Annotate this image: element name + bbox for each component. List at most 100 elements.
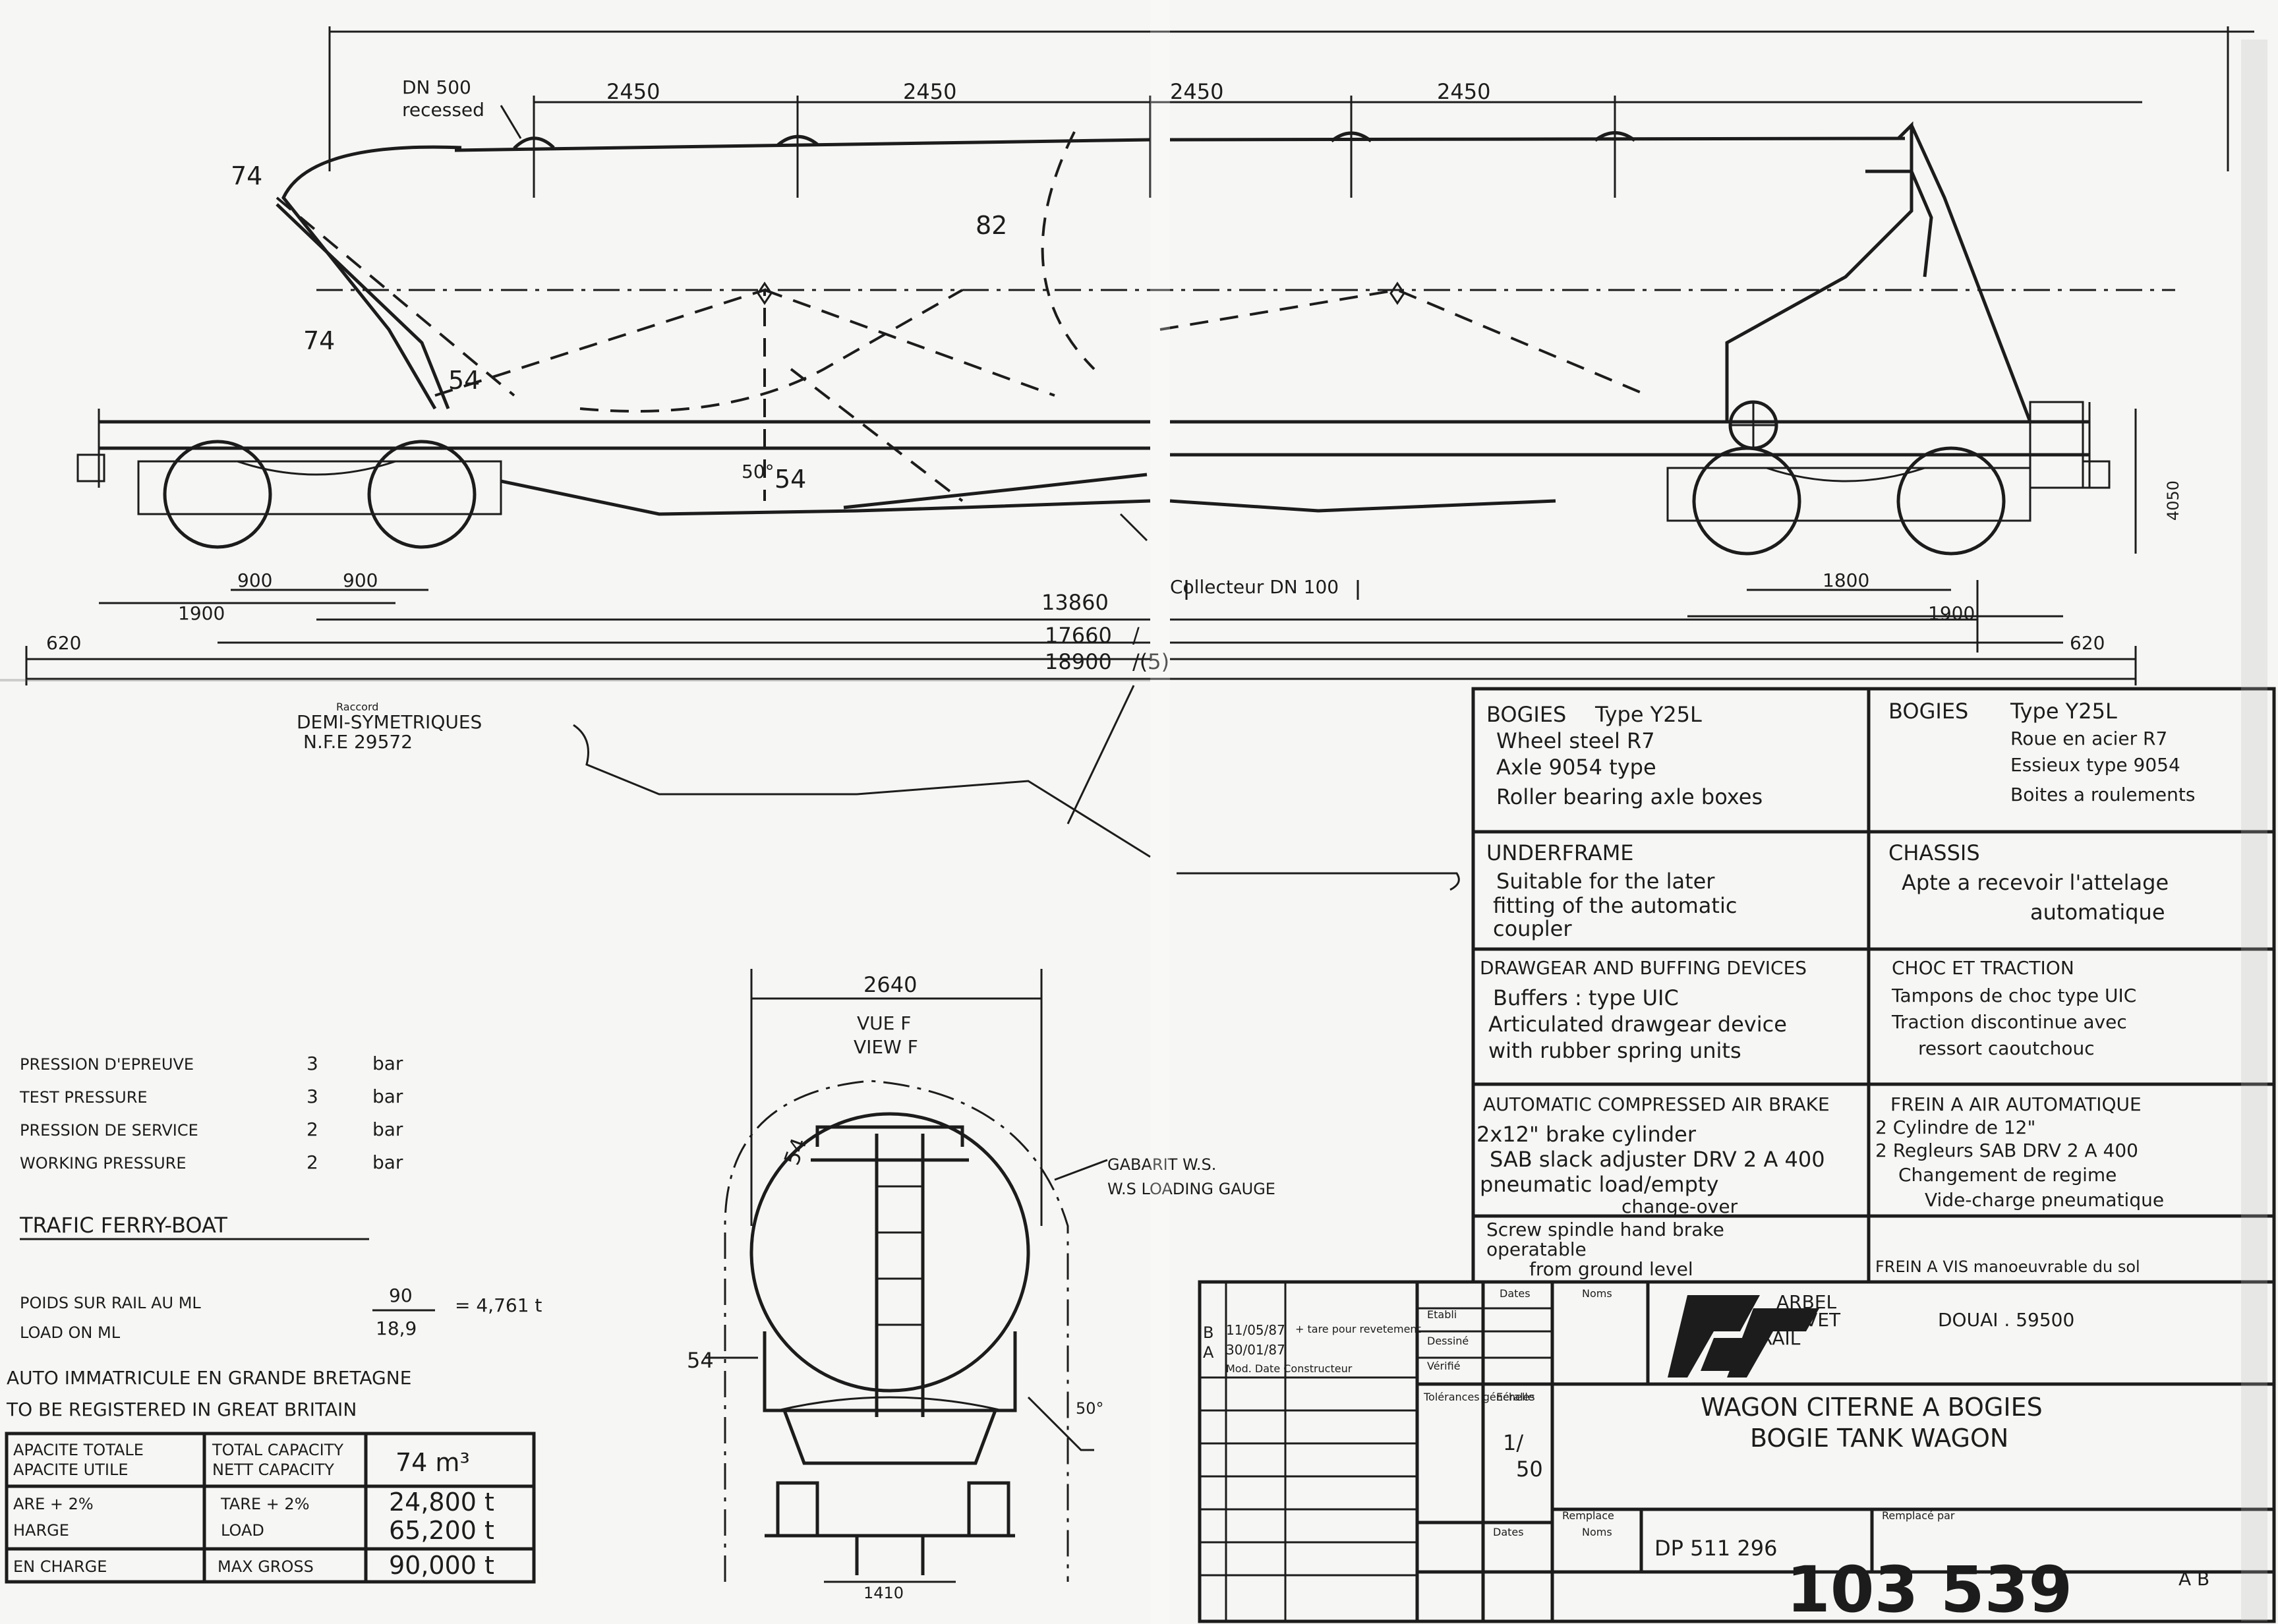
- rev-b-letter: B: [1203, 1323, 1213, 1342]
- spec-r4-en-1: 2x12" brake cylinder: [1476, 1122, 1697, 1147]
- dim-1900-left: 1900: [178, 602, 225, 624]
- col-noms: Noms: [1582, 1287, 1612, 1300]
- raccord-label-line3: N.F.E 29572: [303, 731, 413, 753]
- drawing-number: 103 539: [1786, 1553, 2072, 1624]
- cap-row2-en-2: LOAD: [221, 1521, 264, 1540]
- dim-18900-frag: /(5): [1132, 649, 1169, 674]
- scale-top: 1/: [1503, 1430, 1523, 1455]
- cap-row3-en: MAX GROSS: [218, 1557, 314, 1576]
- load-label-fr: POIDS SUR RAIL AU ML: [20, 1294, 201, 1312]
- spec-r4-fr-title: FREIN A AIR AUTOMATIQUE: [1890, 1093, 2142, 1115]
- pressure-value-2: 3: [307, 1086, 318, 1107]
- load-result: = 4,761 t: [455, 1294, 542, 1316]
- cap-row1-fr-2: APACITE UTILE: [13, 1461, 128, 1479]
- load-label-en: LOAD ON ML: [20, 1323, 121, 1342]
- collector-label: Collecteur DN 100: [1170, 576, 1339, 598]
- dp-number: DP 511 296: [1654, 1536, 1777, 1561]
- pressure-block: PRESSION D'EPREUVE 3 bar TEST PRESSURE 3…: [6, 1053, 542, 1420]
- hatch-label-line2: recessed: [402, 99, 484, 121]
- cap-row1-fr-1: APACITE TOTALE: [13, 1441, 144, 1459]
- spec-r4-en-4: change-over: [1621, 1196, 1738, 1217]
- tank-cross-section: [749, 1112, 1030, 1393]
- side-view: [25, 26, 2254, 891]
- spec-r3-fr-3: ressort caoutchouc: [1918, 1037, 2095, 1059]
- dim-2640: 2640: [863, 972, 917, 997]
- role-etabli: Etabli: [1427, 1308, 1457, 1321]
- pressure-unit-2: bar: [372, 1086, 403, 1107]
- spec-r3-en-2: Articulated drawgear device: [1488, 1012, 1787, 1037]
- dim-620-right: 620: [2070, 632, 2105, 654]
- dim-54-a: 54: [448, 366, 480, 395]
- spec-r1-fr-title: BOGIES: [1888, 699, 1968, 724]
- spec-r5-en-1: Screw spindle hand brake: [1486, 1219, 1724, 1240]
- pressure-unit-1: bar: [372, 1053, 403, 1074]
- cap-row2-value-2: 65,200 t: [389, 1516, 494, 1545]
- dim-1900-right: 1900: [1928, 602, 1975, 624]
- hatch-label-line1: DN 500: [402, 76, 471, 98]
- spec-r4-fr-4: Vide-charge pneumatique: [1925, 1189, 2164, 1211]
- spec-r1-fr-4: Boites a roulements: [2010, 784, 2195, 805]
- spec-r2-fr-1: Apte a recevoir l'attelage: [1902, 870, 2169, 895]
- company-line3: RAIL: [1760, 1327, 1801, 1349]
- scale-bottom: 50: [1516, 1457, 1543, 1482]
- angle-50: 50°: [742, 461, 774, 482]
- remplace-label: Remplace: [1562, 1509, 1614, 1522]
- tank-top-right: [1169, 136, 1906, 142]
- spec-r1-fr-1: Type Y25L: [2010, 699, 2117, 724]
- dim-18900: 18900: [1045, 649, 1112, 674]
- spec-r2-en-title: UNDERFRAME: [1486, 840, 1634, 865]
- hatch-spacing-4: 2450: [1437, 79, 1490, 104]
- company-logo: [1668, 1295, 1819, 1378]
- spec-r1-fr-2: Roue en acier R7: [2010, 728, 2167, 749]
- raccord-label-line2: DEMI-SYMETRIQUES: [297, 711, 482, 733]
- spec-r3-fr-1: Tampons de choc type UIC: [1891, 985, 2136, 1006]
- dim-74-a: 74: [231, 161, 262, 190]
- load-numerator: 90: [389, 1285, 413, 1306]
- gauge-label-line1: GABARIT W.S.: [1107, 1155, 1216, 1174]
- traffic-label: TRAFIC FERRY-BOAT: [19, 1213, 227, 1238]
- rev-a-letter: A: [1203, 1343, 1214, 1362]
- cap-row1-en-1: TOTAL CAPACITY: [212, 1441, 343, 1459]
- spec-r4-fr-1: 2 Cylindre de 12": [1875, 1116, 2035, 1138]
- pressure-unit-4: bar: [372, 1151, 403, 1173]
- spec-r2-en-2: fitting of the automatic: [1493, 893, 1737, 918]
- pressure-value-1: 3: [307, 1053, 318, 1074]
- spec-r2-en-1: Suitable for the later: [1496, 869, 1715, 894]
- rev-a-date: 30/01/87: [1226, 1342, 1285, 1358]
- spec-r3-fr-title: CHOC ET TRACTION: [1892, 957, 2074, 979]
- capacity-table-text: APACITE TOTALE APACITE UTILE TOTAL CAPAC…: [13, 1441, 494, 1580]
- col-dates-2: Dates: [1493, 1526, 1524, 1538]
- capacity-table: [5, 1432, 536, 1584]
- spec-r4-en-2: SAB slack adjuster DRV 2 A 400: [1490, 1147, 1825, 1172]
- col-dates: Dates: [1500, 1287, 1531, 1300]
- spec-r2-fr-title: CHASSIS: [1888, 840, 1980, 865]
- drawing-title-en: BOGIE TANK WAGON: [1750, 1424, 2008, 1453]
- cap-row3-fr: EN CHARGE: [13, 1557, 107, 1576]
- company-line2: FAUVET: [1770, 1309, 1841, 1331]
- spec-r1-en-1: Type Y25L: [1594, 702, 1702, 727]
- drawing-title-fr: WAGON CITERNE A BOGIES: [1701, 1393, 2043, 1422]
- cap-row2-fr-1: ARE + 2%: [13, 1495, 94, 1513]
- spec-r5-en-3: from ground level: [1529, 1258, 1693, 1280]
- title-block-text: B 11/05/87 + tare pour revetement A 30/0…: [1203, 1287, 2209, 1624]
- col-noms-2: Noms: [1582, 1526, 1612, 1538]
- rev-caption: Mod. Date Constructeur: [1226, 1362, 1353, 1375]
- cap-row2-en-1: TARE + 2%: [220, 1495, 310, 1513]
- role-dessine: Dessiné: [1427, 1335, 1469, 1347]
- pressure-label-3: PRESSION DE SERVICE: [20, 1121, 198, 1140]
- registration-fr: AUTO IMMATRICULE EN GRANDE BRETAGNE: [7, 1367, 411, 1389]
- pressure-unit-3: bar: [372, 1118, 403, 1140]
- spec-r4-fr-2: 2 Regleurs SAB DRV 2 A 400: [1875, 1140, 2138, 1161]
- spec-r3-fr-2: Traction discontinue avec: [1891, 1011, 2127, 1033]
- tank-top-left: [454, 138, 1151, 152]
- spec-r1-en-4: Roller bearing axle boxes: [1496, 784, 1763, 809]
- load-denominator: 18,9: [376, 1318, 417, 1339]
- col-echelle: Echelle: [1496, 1391, 1534, 1403]
- dim-13860: 13860: [1041, 590, 1109, 615]
- dim-900-a: 900: [237, 569, 272, 591]
- spec-table-text: BOGIES Type Y25L Wheel steel R7 Axle 905…: [1476, 699, 2195, 1280]
- end-view-title-en: VIEW F: [854, 1036, 918, 1058]
- dim-620-left: 620: [46, 632, 81, 654]
